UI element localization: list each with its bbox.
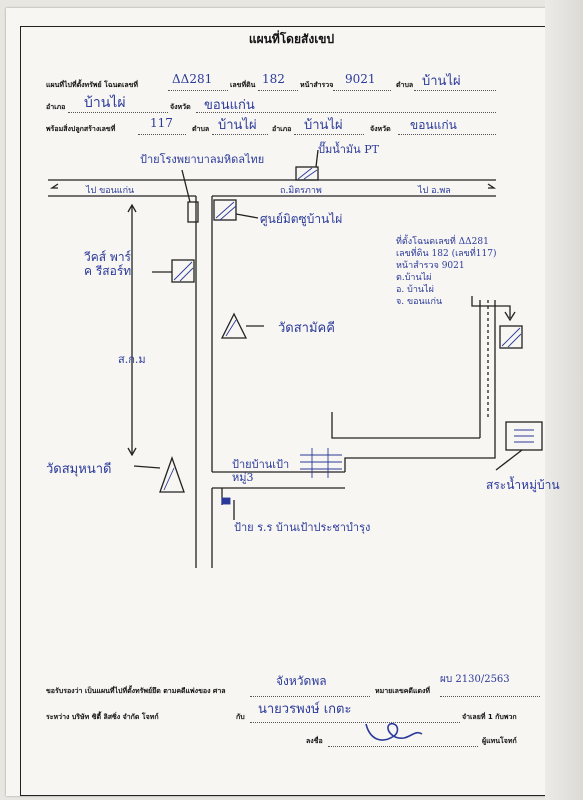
district-value-2: บ้านไผ่ (84, 95, 126, 111)
note-line: เลขที่ดิน 182 (เลขที่117) (396, 249, 497, 259)
house-label: พร้อมสิ่งปลูกสร้างเลขที่ (46, 125, 116, 133)
distance-arrow-top (127, 203, 137, 213)
property-note: ที่ตั้งโฉนดเลขที่ ΔΔ281 เลขที่ดิน 182 (เ… (396, 236, 496, 308)
province-label-3: จังหวัด (370, 125, 391, 133)
certify-label: ขอรับรองว่า เป็นแผนที่ไปที่ตั้งทรัพย์ยึด… (46, 687, 226, 695)
label-mitsu-center: ศูนย์มิตซูบ้านไผ่ (260, 212, 343, 226)
note-pointer (471, 296, 511, 318)
subdistrict-value-1: บ้านไผ่ (422, 74, 461, 89)
survey-line (333, 90, 391, 91)
label-highway-distance: ส.ก.ม (118, 353, 146, 366)
label-pt-station: ปั๊มน้ำมัน PT (318, 143, 379, 156)
page-title: แผนที่โดยสังเขป (248, 32, 335, 46)
subdistrict-line-3 (212, 134, 268, 135)
house-line (138, 134, 186, 135)
province-line-3 (398, 134, 496, 135)
subdistrict-value-3: บ้านไผ่ (218, 118, 257, 133)
case-value: ผบ 2130/2563 (440, 674, 510, 685)
label-school-sign: ป้าย ร.ร บ้านเป้าประชาบำรุง (234, 521, 371, 534)
arrow-right (487, 183, 497, 189)
defendant-value: นายวรพงษ์ เกตะ (258, 702, 352, 717)
pointer-pt (315, 149, 319, 168)
note-line: จ. ขอนแก่น (396, 297, 443, 307)
label-road-to-khonkaen: ไป ขอนแก่น (86, 186, 135, 196)
land-value: 182 (262, 72, 285, 86)
deed-label: แผนที่ไปที่ตั้งทรัพย์ โฉนดเลขที่ (46, 81, 139, 89)
pointer-temple2 (133, 465, 161, 469)
document-sheet (6, 8, 578, 796)
deed-value: ΔΔ281 (172, 72, 213, 86)
survey-label: หน้าสำรวจ (300, 81, 334, 89)
park-resort (171, 259, 195, 283)
property (499, 325, 523, 349)
temple-samuhanadi (159, 456, 185, 493)
district-line-2 (68, 112, 168, 113)
survey-value: 9021 (345, 72, 376, 86)
between-label: ระหว่าง บริษัท ซิตี้ ลิสซิ่ง จำกัด โจทก์ (46, 713, 159, 721)
defendant-line (250, 722, 460, 723)
court-line (250, 696, 370, 697)
subdistrict-label-3: ตำบล (192, 125, 210, 133)
district-value-3: บ้านไผ่ (304, 118, 343, 133)
defendant-label: จำเลยที่ 1 กับพวก (462, 713, 517, 721)
signature (365, 722, 423, 741)
land-line (258, 90, 298, 91)
label-hospital-sign: ป้ายโรงพยาบาลมหิดลไทย (140, 153, 265, 166)
pointer-pond (495, 449, 523, 471)
label-road-to-phon: ไป อ.พล (418, 186, 451, 196)
house-value: 117 (150, 116, 173, 130)
note-line: อ. บ้านไผ่ (396, 285, 434, 295)
temple-samakki (220, 312, 248, 339)
mitsu-center (213, 199, 237, 221)
province-label-2: จังหวัด (170, 103, 191, 111)
sign-line (328, 746, 478, 747)
distance-arrow-bottom (127, 447, 137, 457)
signer-label: ผู้แทนโจทก์ (482, 737, 517, 745)
sign-label: ลงชื่อ (306, 737, 323, 745)
label-temple-samuhanadi: วัดสมุหนาดี (46, 462, 112, 477)
court-value: จังหวัดพล (276, 674, 327, 688)
hospital-sign (187, 201, 199, 223)
province-line-2 (196, 112, 496, 113)
with-label: กับ (236, 713, 245, 721)
right-road-lower-edge (331, 412, 480, 439)
subdistrict-line-1 (414, 90, 496, 91)
label-road-mittraphap: ถ.มิตรภาพ (280, 186, 322, 196)
district-label-3: อำเภอ (272, 125, 292, 133)
label-village-pond: สระน้ำหมู่บ้าน (486, 478, 560, 492)
pointer-center (235, 213, 259, 219)
pond (505, 421, 543, 451)
pointer-hospital (181, 169, 191, 203)
arrow-left (49, 183, 59, 189)
note-line: ที่ตั้งโฉนดเลขที่ ΔΔ281 (396, 237, 489, 247)
note-pointer-arrow (504, 311, 516, 322)
case-label: หมายเลขคดีแดงที่ (375, 687, 431, 695)
note-line: หน้าสำรวจ 9021 (396, 261, 465, 271)
subdistrict-label-1: ตำบล (396, 81, 414, 89)
right-road-curve (344, 400, 496, 472)
land-label: เลขที่ดิน (230, 81, 256, 89)
page-edge (545, 0, 583, 800)
province-value-2: ขอนแก่น (204, 98, 255, 113)
case-line (440, 696, 540, 697)
pt-station (295, 166, 319, 181)
label-temple-samakki: วัดสามัคคี (278, 321, 335, 336)
deed-line (168, 90, 228, 91)
province-value-3: ขอนแก่น (410, 118, 457, 132)
note-line: ต.บ้านไผ่ (396, 273, 432, 283)
district-label-2: อำเภอ (46, 103, 66, 111)
label-village-sign: ป้ายบ้านเป้า หมู่3 (232, 458, 290, 484)
label-park-resort: วีคส์ พาร์ค รีสอร์ท (84, 250, 132, 278)
district-line-3 (294, 134, 364, 135)
